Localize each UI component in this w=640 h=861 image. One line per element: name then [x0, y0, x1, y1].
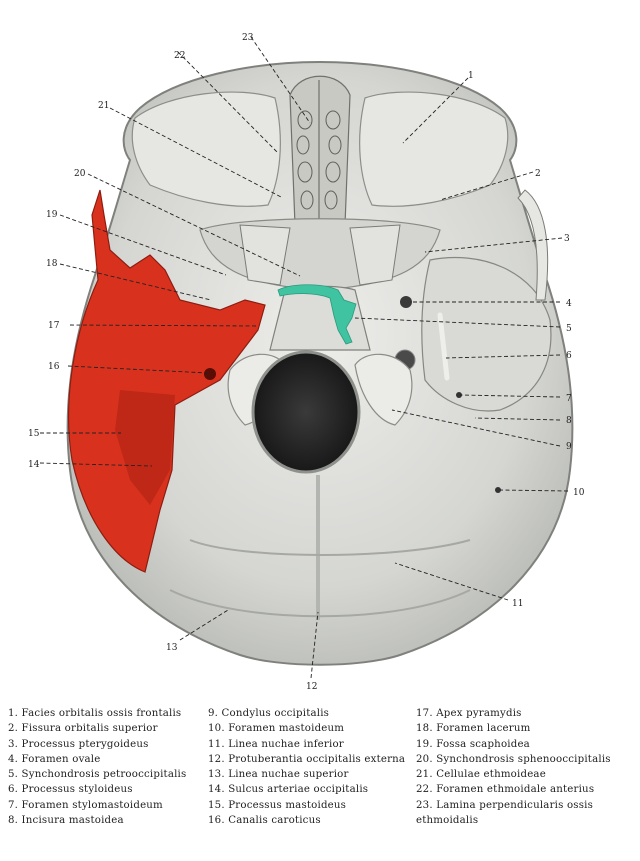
- legend-item-18: 18. Foramen lacerum: [416, 723, 531, 735]
- carotid-canal-left: [204, 368, 216, 380]
- marker-9: 9: [566, 442, 572, 452]
- marker-10: 10: [573, 488, 585, 498]
- superior-nuchal-line: [169, 589, 471, 618]
- marker-15: 15: [28, 429, 40, 439]
- legend-item-17: 17. Apex pyramydis: [416, 708, 522, 719]
- marker-13: 13: [166, 643, 178, 653]
- legend-item-3: 3. Processus pterygoideus: [8, 738, 149, 750]
- inferior-nuchal-line: [189, 539, 471, 556]
- marker-20: 20: [74, 169, 86, 179]
- marker-12: 12: [306, 682, 317, 690]
- marker-4: 4: [566, 299, 572, 309]
- legend: 1. Facies orbitalis ossis frontalis 2. F…: [0, 706, 640, 856]
- legend-item-23: 23. Lamina perpendicularis ossis ethmoid…: [416, 799, 594, 827]
- marker-18: 18: [46, 259, 58, 269]
- legend-item-1: 1. Facies orbitalis ossis frontalis: [8, 708, 182, 719]
- legend-item-20: 20. Synchondrosis sphenooccipitalis: [416, 753, 611, 765]
- legend-column-2: 9. Condylus occipitalis 10. Foramen mast…: [208, 706, 423, 828]
- legend-item-9: 9. Condylus occipitalis: [208, 708, 330, 719]
- temporal-left-highlight: [68, 189, 266, 573]
- legend-item-16: 16. Canalis caroticus: [208, 815, 321, 827]
- legend-item-13: 13. Linea nuchae superior: [208, 769, 349, 781]
- marker-23: 23: [242, 33, 254, 43]
- legend-item-12: 12. Protuberantia occipitalis externa: [208, 753, 406, 765]
- legend-item-6: 6. Processus styloideus: [8, 784, 133, 796]
- marker-14: 14: [28, 460, 40, 470]
- legend-item-19: 19. Fossa scaphoidea: [416, 738, 530, 750]
- temporal-right: [421, 256, 552, 412]
- legend-column-1: 1. Facies orbitalis ossis frontalis 2. F…: [8, 706, 213, 828]
- legend-item-15: 15. Processus mastoideus: [208, 799, 347, 811]
- marker-19: 19: [46, 210, 58, 220]
- marker-labels: 1 2 3 4 5 6 7 8 9 10 11 12 13 14 15 16 1…: [28, 33, 585, 690]
- marker-5: 5: [566, 324, 572, 334]
- marker-1: 1: [468, 71, 474, 81]
- styloid-right: [437, 312, 450, 381]
- marker-21: 21: [98, 101, 109, 111]
- leader-lines: [39, 36, 569, 679]
- foramen-magnum: [251, 350, 361, 474]
- marker-22: 22: [174, 51, 185, 61]
- foramen-ovale-right: [400, 296, 412, 308]
- marker-7: 7: [566, 394, 572, 404]
- marker-3: 3: [564, 234, 570, 244]
- orbital-plate-right: [359, 91, 509, 207]
- legend-item-7: 7. Foramen stylomastoideum: [8, 799, 163, 811]
- legend-item-2: 2. Fissura orbitalis superior: [8, 723, 158, 735]
- legend-item-22: 22. Foramen ethmoidale anterius: [416, 784, 595, 796]
- marker-8: 8: [566, 416, 572, 426]
- stylomastoid-right: [456, 392, 462, 398]
- legend-item-5: 5. Synchondrosis petrooccipitalis: [8, 769, 187, 781]
- mastoid-foramen-right: [495, 487, 501, 493]
- pterygoid-left: [239, 224, 291, 286]
- ethmoid-cell-pattern: [296, 80, 342, 235]
- legend-item-4: 4. Foramen ovale: [8, 753, 101, 765]
- zygomatic-arch-right: [517, 189, 549, 301]
- marker-16: 16: [48, 362, 60, 372]
- synchondrosis-highlight: [277, 284, 357, 345]
- temporal-left-shade: [115, 390, 175, 505]
- condyle-right: [354, 353, 413, 426]
- skull-base-illustration: 1 2 3 4 5 6 7 8 9 10 11 12 13 14 15 16 1…: [28, 33, 585, 690]
- legend-item-8: 8. Incisura mastoidea: [8, 815, 124, 827]
- marker-11: 11: [512, 599, 523, 609]
- legend-item-14: 14. Sulcus arteriae occipitalis: [208, 784, 369, 796]
- legend-column-3: 17. Apex pyramydis 18. Foramen lacerum 1…: [416, 706, 640, 828]
- legend-item-21: 21. Cellulae ethmoideae: [416, 769, 546, 781]
- ethmoid-cells: [289, 75, 351, 237]
- pterygoid-right: [349, 224, 401, 286]
- marker-6: 6: [566, 351, 572, 361]
- marker-2: 2: [535, 169, 541, 179]
- marker-17: 17: [48, 321, 60, 331]
- legend-item-11: 11. Linea nuchae inferior: [208, 738, 344, 750]
- legend-item-10: 10. Foramen mastoideum: [208, 723, 345, 735]
